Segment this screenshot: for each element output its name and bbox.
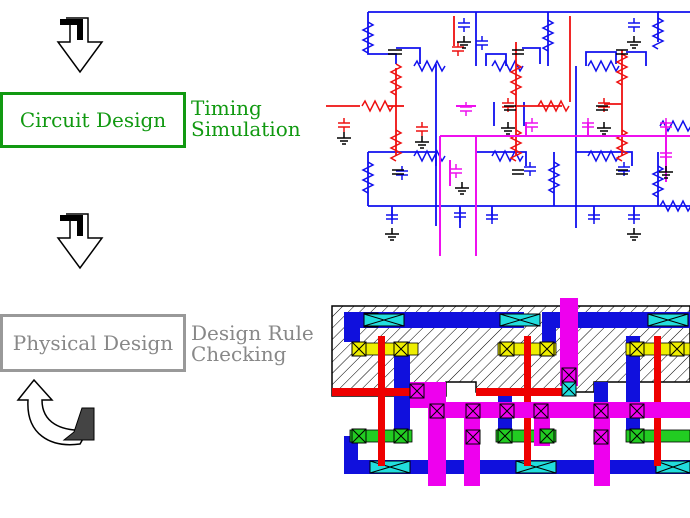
design-rule-checking-label: Design Rule Checking: [191, 321, 314, 366]
physical-design-label: Physical Design: [12, 331, 174, 355]
physical-layout: [331, 298, 690, 486]
down-arrow-icon: [56, 17, 104, 74]
circuit-design-box: Circuit Design: [0, 92, 186, 148]
loop-arrow-icon: [16, 378, 95, 446]
circuit-design-label: Circuit Design: [19, 108, 167, 132]
timing-simulation-label: Timing Simulation: [191, 96, 301, 141]
physical-design-box: Physical Design: [0, 314, 186, 372]
transistor-schematic: [326, 11, 690, 256]
down-arrow-icon: [56, 213, 104, 270]
